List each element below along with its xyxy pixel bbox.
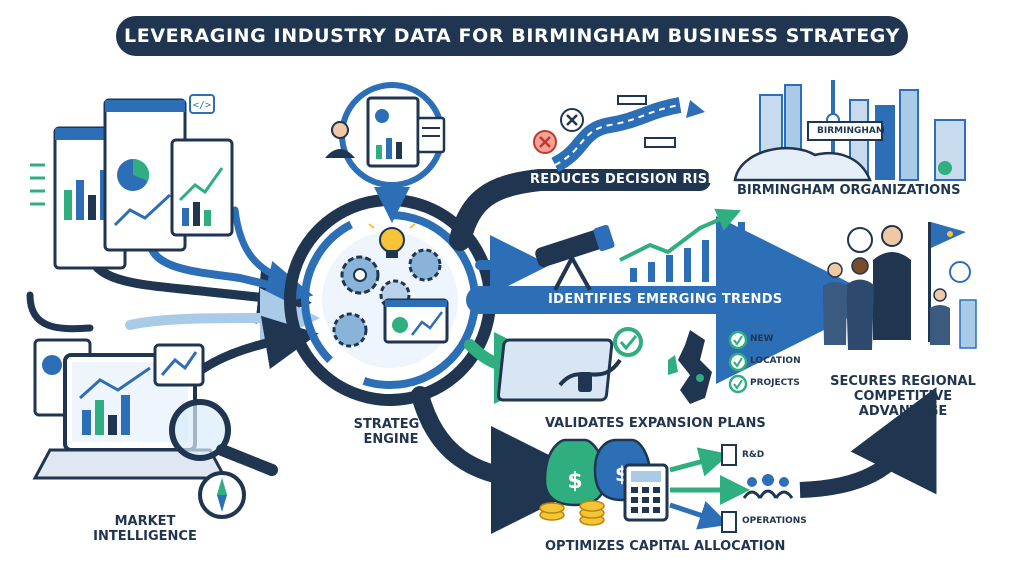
outcome-arrow xyxy=(799,387,937,498)
optimizes-capital-allocation-label: OPTIMIZES CAPITAL ALLOCATION xyxy=(545,539,786,554)
leaders-group xyxy=(823,222,977,350)
checklist-item-new: NEW xyxy=(750,334,774,344)
birmingham-organizations-label: BIRMINGHAM ORGANIZATIONS xyxy=(737,183,961,198)
telescope-icon xyxy=(535,224,615,291)
checklist-item-location: LOCATION xyxy=(750,356,801,366)
checklist-item-projects: PROJECTS xyxy=(750,378,800,388)
regional-advantage-line1: SECURES REGIONAL xyxy=(830,374,976,389)
strategy-engine-line1: STRATEGY xyxy=(353,417,429,432)
checklist-icons xyxy=(728,330,748,394)
output-arrows xyxy=(411,169,884,534)
identifies-emerging-trends-label: IDENTIFIES EMERGING TRENDS xyxy=(548,292,783,307)
allocation-operations-label: OPERATIONS xyxy=(742,516,807,526)
allocation-arrows xyxy=(669,444,794,533)
calculator-icon xyxy=(623,463,669,522)
page-title: LEVERAGING INDUSTRY DATA FOR BIRMINGHAM … xyxy=(116,16,908,56)
strategy-engine-diagram xyxy=(284,194,496,406)
dashboard-stack: </> xyxy=(30,94,234,270)
birmingham-sign: BIRMINGHAM xyxy=(817,126,885,136)
regional-advantage-line2: COMPETITIVE xyxy=(853,388,953,404)
svg-text:$: $ xyxy=(567,469,582,494)
regional-advantage-line3: ADVANTAGE xyxy=(858,403,948,419)
trend-chart xyxy=(619,208,745,282)
page-title-text: LEVERAGING INDUSTRY DATA FOR BIRMINGHAM … xyxy=(124,25,900,47)
magnifier-icon xyxy=(169,399,278,476)
market-intelligence-label: MARKET INTELLIGENCE xyxy=(85,514,205,545)
birmingham-skyline xyxy=(733,80,966,182)
allocation-rd-label: R&D xyxy=(742,450,765,460)
uk-map-icon xyxy=(496,327,712,404)
validates-expansion-plans-label: VALIDATES EXPANSION PLANS xyxy=(545,416,766,431)
risk-road xyxy=(533,95,705,173)
compass-icon xyxy=(198,471,246,519)
strategy-engine-label: STRATEGY ENGINE xyxy=(345,417,437,448)
svg-text:</>: </> xyxy=(193,100,211,111)
strategy-engine-line2: ENGINE xyxy=(363,431,419,447)
report-document xyxy=(325,82,446,223)
market-intelligence-line1: MARKET xyxy=(114,514,176,529)
regional-advantage-label: SECURES REGIONAL COMPETITIVE ADVANTAGE xyxy=(818,374,988,420)
reduces-decision-risk-label: REDUCES DECISION RISK xyxy=(530,172,718,187)
market-intelligence-line2: INTELLIGENCE xyxy=(93,528,197,544)
